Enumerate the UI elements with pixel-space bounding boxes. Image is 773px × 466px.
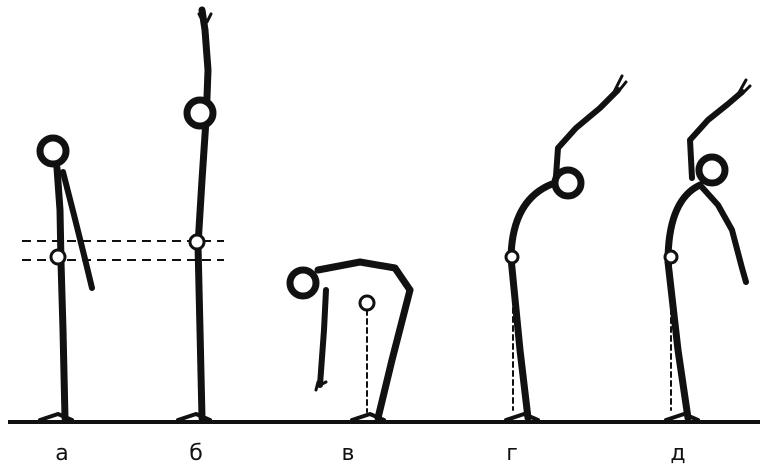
figure-d-head (695, 153, 729, 187)
figure-b (176, 6, 217, 422)
figure-b-cog (188, 233, 206, 251)
figure-b-fingers (197, 12, 213, 24)
label-a: а (55, 441, 68, 466)
figure-d-arm-down (697, 182, 749, 285)
figure-g-foot (504, 412, 540, 422)
figure-v-cog (358, 294, 376, 312)
figure-g-torso (507, 180, 556, 262)
figure-v-leg (374, 286, 414, 422)
figure-g-leg (507, 254, 532, 422)
figure-v-back (314, 258, 414, 294)
figure-g-arm (553, 87, 621, 179)
figure-b-torso (194, 116, 210, 249)
figure-d-arm-up (687, 89, 745, 181)
figure-g-cog (504, 249, 520, 265)
figure-v-arm (317, 287, 329, 388)
figure-b-head (183, 96, 217, 130)
figure-v-head (286, 266, 320, 300)
figure-d-foot (664, 412, 700, 422)
figure-a-leg (57, 258, 69, 422)
figure-v-hand (314, 380, 328, 392)
label-b: б (189, 441, 203, 466)
figure-a-cog (49, 248, 67, 266)
figure-a (36, 134, 95, 422)
figure-g (504, 74, 628, 422)
figure-g-fingers (610, 74, 628, 98)
label-d: д (670, 441, 685, 466)
figure-d (663, 78, 752, 422)
label-g: г (506, 441, 518, 466)
label-v: в (342, 441, 355, 466)
figure-v (286, 258, 414, 422)
figure-b-leg (194, 241, 206, 422)
figure-a-torso (53, 164, 65, 266)
figure-a-arm (60, 169, 95, 291)
figure-a-head (36, 134, 70, 168)
figure-g-head (551, 166, 585, 200)
figure-d-cog (663, 249, 679, 265)
figure-d-fingers (734, 78, 752, 100)
